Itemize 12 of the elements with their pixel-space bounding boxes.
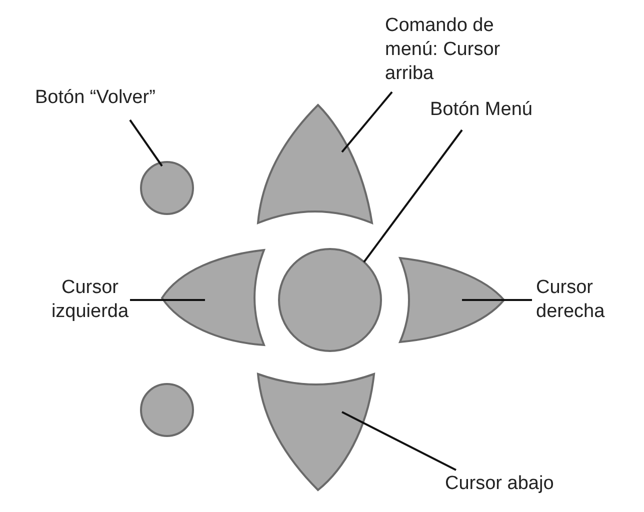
leader-line: [363, 129, 463, 263]
leader-line: [341, 91, 393, 153]
callout-label: Comando de menú: Cursor arriba: [385, 14, 508, 86]
callout-label: Cursor izquierda: [40, 276, 140, 324]
leader-line: [342, 411, 456, 471]
callout-label: Cursor derecha: [536, 276, 626, 324]
callout-label: Botón Menú: [430, 98, 560, 122]
callout-label: Cursor abajo: [445, 472, 585, 496]
leader-line: [462, 299, 532, 301]
leader-line: [129, 119, 163, 167]
leader-line: [130, 299, 205, 301]
callout-label: Botón “Volver”: [35, 86, 205, 110]
